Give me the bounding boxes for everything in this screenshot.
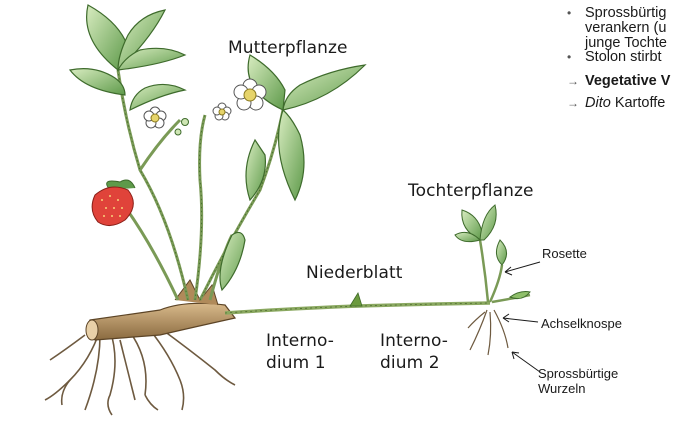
flowers [143, 78, 267, 136]
pointer-arrows [502, 261, 541, 373]
label-sprossbuertige-wurzeln: Sprossbürtige Wurzeln [538, 366, 619, 396]
bullet-text-italic: Dito [585, 95, 611, 111]
daughter-plant [454, 204, 531, 356]
label-internodium-1: Interno- dium 1 [266, 331, 335, 373]
bullet-marker: • [567, 50, 572, 64]
label-niederblatt: Niederblatt [306, 263, 403, 283]
bullet-3: → Vegetative V [567, 74, 670, 89]
bullet-text: Stolon stirbt [585, 49, 662, 65]
mother-leaves [68, 4, 367, 292]
arrow-marker: → [567, 74, 579, 88]
label-internodium-2: Interno- dium 2 [380, 331, 449, 373]
label-achselknospe: Achselknospe [541, 316, 622, 331]
rhizome [87, 302, 237, 341]
label-mutterpflanze: Mutterpflanze [228, 38, 348, 58]
bullet-text-line2: verankern (u [585, 20, 667, 36]
bullet-text-line3: junge Tochte [585, 35, 667, 51]
bullet-2: • Stolon stirbt [567, 50, 662, 65]
niederblatt-scale [349, 292, 363, 307]
bullet-text-rest: Kartoffe [610, 95, 666, 111]
arrow-marker: → [567, 96, 579, 110]
bullet-marker: • [567, 6, 572, 20]
mother-roots [44, 327, 236, 416]
bullet-text: Sprossbürtig [585, 5, 667, 21]
bullet-1: • Sprossbürtig verankern (u junge Tochte [567, 6, 667, 51]
label-tochterpflanze: Tochterpflanze [408, 181, 534, 201]
bullet-4: → Dito Kartoffe [567, 96, 665, 111]
label-rosette: Rosette [542, 246, 587, 261]
bullet-text: Vegetative V [585, 73, 671, 89]
strawberry-fruit [91, 179, 136, 226]
